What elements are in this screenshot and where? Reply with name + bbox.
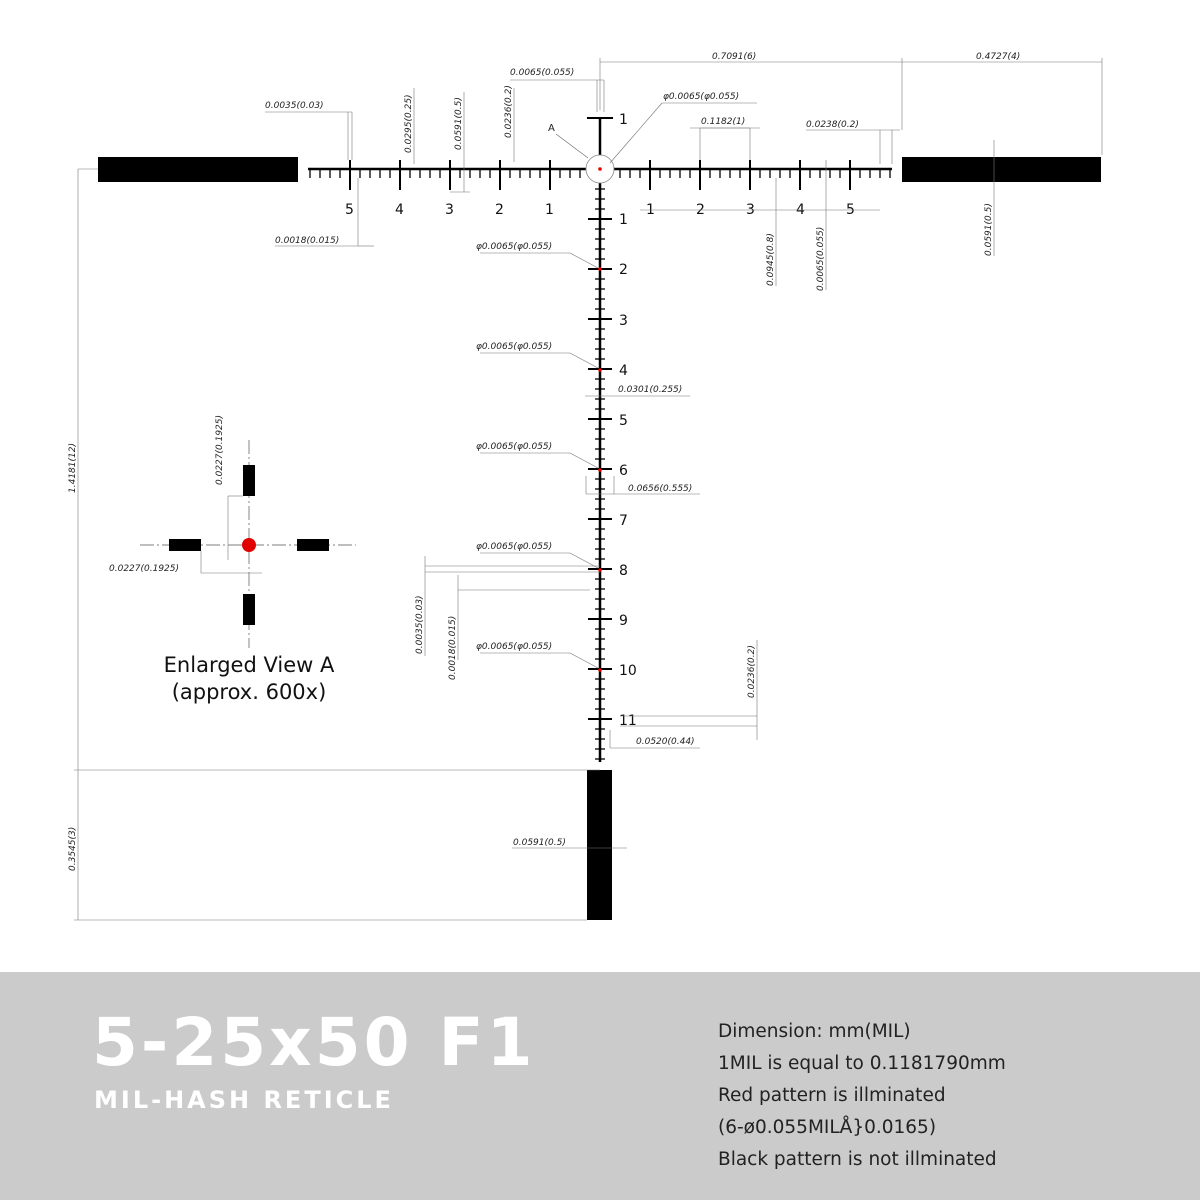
dim-text: 0.0035(0.03) [415,595,425,654]
bottom-thick-post [587,770,612,920]
spec-note: (6-ø0.055MILÅ}0.0165) [718,1117,937,1138]
vlabel-11: 11 [619,713,637,729]
vlabel-top-1: 1 [619,112,628,128]
red-dot-4 [598,368,602,372]
spec-notes: Dimension: mm(MIL) 1MIL is equal to 0.11… [718,1016,1006,1176]
dim-text: 0.0591(0.5) [513,838,566,848]
view-a-marker: A [548,123,555,134]
enlarged-view-subtitle: (approx. 600x) [172,680,327,704]
vlabel-5: 5 [619,413,628,429]
horizontal-hash-marks [309,160,891,190]
illuminated-dots [598,267,602,672]
dim-text: 0.0238(0.2) [806,120,859,130]
dim-text: 0.0035(0.03) [265,101,324,111]
vlabel-4: 4 [619,363,628,379]
vlabel-10: 10 [619,663,637,679]
red-dot-8 [598,568,602,572]
vlabel-2: 2 [619,262,628,278]
hlabel-left-4: 4 [395,202,404,218]
dim-text: φ0.0065(φ0.055) [476,442,552,452]
enlarged-bottom-bar [243,594,255,625]
enlarged-top-bar [243,465,255,496]
enlarged-view-a: Enlarged View A (approx. 600x) [140,440,356,704]
dim-text: 0.4727(4) [976,52,1020,62]
red-dot-6 [598,468,602,472]
dim-text: φ0.0065(φ0.055) [663,92,739,102]
vertical-hash-marks [588,178,612,760]
view-a-leader [555,133,589,159]
dim-text: 0.7091(6) [712,52,756,62]
vlabel-9: 9 [619,613,628,629]
vlabel-7: 7 [619,513,628,529]
dim-text: 0.0591(0.5) [984,203,994,256]
spec-note: Dimension: mm(MIL) [718,1021,911,1042]
dimension-lines [74,58,1103,921]
hlabel-left-5: 5 [345,202,354,218]
hlabel-left-3: 3 [445,202,454,218]
dim-text: φ0.0065(φ0.055) [476,542,552,552]
dim-text: 0.0236(0.2) [747,645,757,698]
dim-text: 0.0236(0.2) [504,85,514,138]
reticle-diagram: A 5 4 3 2 1 1 2 3 4 5 1 1 2 3 4 5 6 7 8 … [68,52,1103,921]
dimension-texts: 0.0065(0.055) 0.7091(6) 0.4727(4) φ0.006… [68,52,1020,871]
center-illuminated-dot [598,167,602,171]
enlarged-left-bar [169,539,201,551]
dim-text: 0.0227(0.1925) [215,415,225,485]
reticle-subtitle: MIL-HASH RETICLE [94,1086,394,1114]
spec-note: Black pattern is not illminated [718,1149,997,1170]
dim-text: 0.0065(0.055) [510,68,574,78]
dim-text: 0.0295(0.25) [404,94,414,153]
dim-text: 0.0945(0.8) [766,233,776,286]
dim-text: 0.0065(0.055) [816,227,826,291]
vlabel-6: 6 [619,463,628,479]
dim-text: 0.0018(0.015) [275,236,339,246]
vlabel-8: 8 [619,563,628,579]
vertical-labels: 1 1 2 3 4 5 6 7 8 9 10 11 [619,112,637,729]
hlabel-left-1: 1 [545,202,554,218]
left-thick-post [98,157,298,182]
vlabel-1: 1 [619,212,628,228]
enlarged-view-title: Enlarged View A [164,653,335,677]
dim-text: 0.0301(0.255) [618,385,682,395]
red-dot-10 [598,668,602,672]
dim-text: 0.3545(3) [68,827,78,871]
vlabel-3: 3 [619,313,628,329]
hlabel-left-2: 2 [495,202,504,218]
dim-text: 0.1182(1) [701,117,745,127]
red-dot-2 [598,267,602,271]
footer-panel [0,972,1200,1200]
right-thick-post [902,157,1101,182]
dim-text: 0.0227(0.1925) [109,564,179,574]
enlarged-red-dot [242,538,256,552]
dim-text: 0.0656(0.555) [628,484,692,494]
horizontal-left-labels: 5 4 3 2 1 [345,202,554,218]
spec-note: 1MIL is equal to 0.1181790mm [718,1053,1006,1074]
dim-text: φ0.0065(φ0.055) [476,242,552,252]
dim-text: 1.4181(12) [68,443,78,493]
dim-text: φ0.0065(φ0.055) [476,642,552,652]
dim-text: 0.0520(0.44) [636,737,695,747]
enlarged-right-bar [297,539,329,551]
dim-text: 0.0018(0.015) [448,616,458,680]
spec-note: Red pattern is illminated [718,1085,946,1106]
dim-text: 0.0591(0.5) [454,97,464,150]
model-title: 5-25x50 F1 [92,1004,536,1081]
dim-text: φ0.0065(φ0.055) [476,342,552,352]
